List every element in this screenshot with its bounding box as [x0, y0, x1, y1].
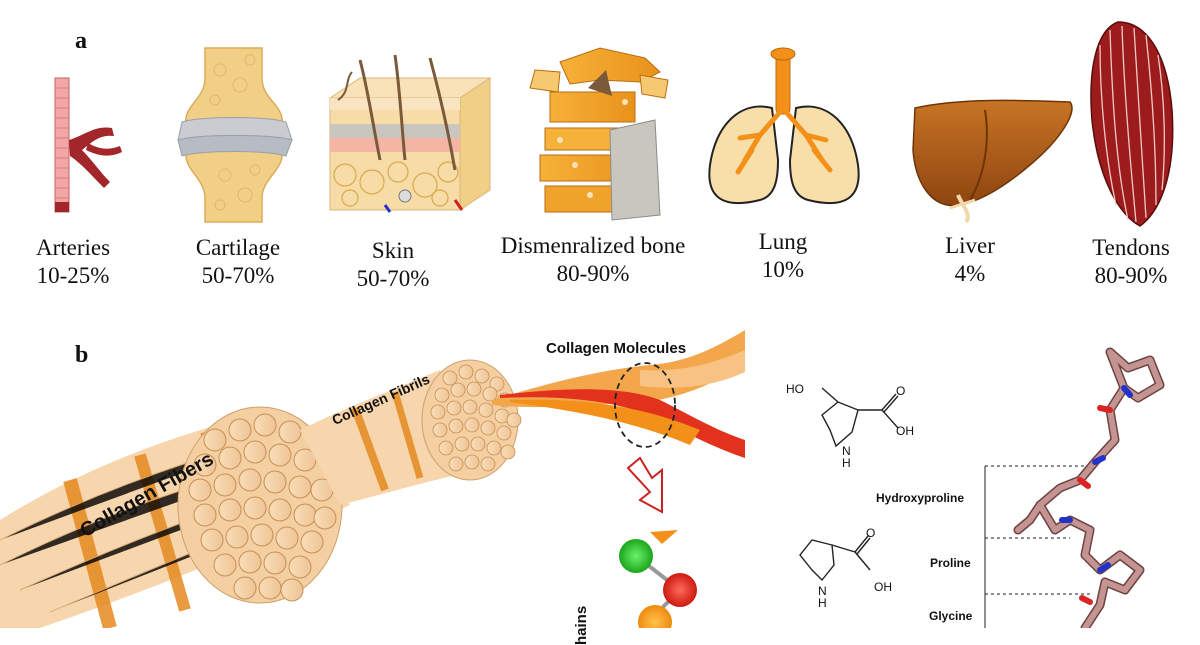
- hydroxyproline-label: Hydroxyproline: [876, 491, 965, 505]
- chains-label: hains: [573, 605, 590, 645]
- oh-atom-label-1: OH: [896, 424, 914, 438]
- liver-icon: [912, 99, 1073, 224]
- figure-artwork: [0, 21, 1174, 628]
- skin-cross-section-icon: [328, 54, 492, 213]
- peptide-stick-model: [1013, 347, 1165, 628]
- ho-atom-label: HO: [786, 382, 804, 396]
- artery-icon: [54, 77, 122, 213]
- nitrogen-atom-label-1: N: [842, 444, 851, 458]
- panel-a-letter: a: [75, 28, 87, 54]
- proline-structure: [799, 535, 871, 582]
- molecule-highlight-ellipse: [614, 362, 676, 448]
- residue-guide-lines: [984, 465, 1095, 628]
- organ-label-skin: Skin 50-70%: [283, 237, 503, 293]
- hydrogen-atom-label-1: H: [842, 456, 851, 470]
- organ-percent: 50-70%: [356, 266, 430, 291]
- collagen-fiber-bundle: [0, 406, 350, 628]
- glycine-label: Glycine: [929, 609, 973, 623]
- figure-root: a b Arteries 10-25% Cartilage 50-70% Ski…: [0, 21, 1200, 645]
- organ-label-cartilage: Cartilage 50-70%: [128, 234, 348, 290]
- collagen-molecules-label: Collagen Molecules: [546, 340, 687, 357]
- oxygen-atom-label-1: O: [896, 384, 906, 398]
- hydrogen-atom-label-2: H: [818, 596, 827, 610]
- down-arrow-icon: [626, 456, 663, 514]
- organ-name: Tendons: [1092, 235, 1170, 260]
- organ-label-arteries: Arteries 10-25%: [0, 234, 183, 290]
- organ-percent: 10-25%: [36, 263, 110, 288]
- organ-name: Cartilage: [195, 235, 281, 260]
- tendon-icon: [1090, 21, 1174, 227]
- organ-percent: 50-70%: [201, 263, 275, 288]
- organ-label-bone: Dismenralized bone 80-90%: [483, 232, 703, 288]
- oxygen-atom-label-2: O: [866, 526, 876, 540]
- organ-name: Skin: [371, 238, 415, 263]
- panel-b-letter: b: [75, 342, 89, 368]
- organ-percent: 80-90%: [556, 261, 630, 286]
- collagen-fibril-bundle: [300, 359, 522, 505]
- organ-percent: 4%: [954, 261, 986, 286]
- cartilage-joint-icon: [177, 47, 293, 223]
- nitrogen-atom-label-2: N: [818, 584, 827, 598]
- organ-name: Liver: [945, 233, 995, 258]
- organ-name: Lung: [758, 229, 808, 254]
- lungs-icon: [708, 47, 860, 205]
- organ-percent: 10%: [761, 257, 805, 282]
- organ-name: Dismenralized bone: [500, 233, 686, 258]
- hydroxyproline-structure: [821, 387, 899, 448]
- organ-name: Arteries: [35, 235, 111, 260]
- amino-acid-chain: [619, 530, 697, 628]
- vertebra-bone-icon: [529, 47, 669, 221]
- proline-label: Proline: [930, 556, 971, 570]
- collagen-molecule-helix: [492, 330, 745, 458]
- organ-label-liver: Liver 4%: [860, 232, 1080, 288]
- organ-label-lung: Lung 10%: [673, 228, 893, 284]
- oh-atom-label-2: OH: [874, 580, 892, 594]
- fiber-cross-section: [177, 406, 343, 604]
- organ-label-tendons: Tendons 80-90%: [1021, 234, 1200, 290]
- organ-percent: 80-90%: [1094, 263, 1168, 288]
